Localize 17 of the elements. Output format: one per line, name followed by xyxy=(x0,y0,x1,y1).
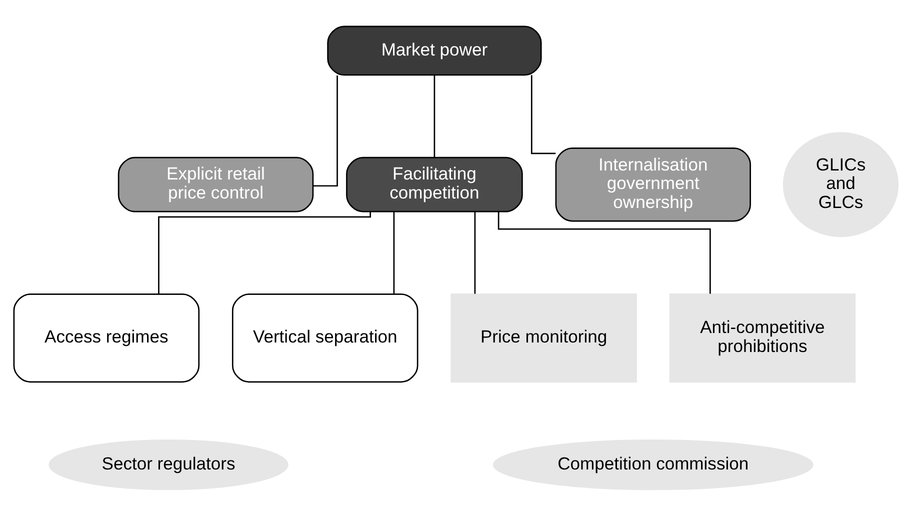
connector xyxy=(393,212,395,294)
connector xyxy=(498,212,711,294)
connector xyxy=(474,212,476,294)
connector xyxy=(313,76,338,187)
node-circle: GLICs and GLCs xyxy=(782,132,899,238)
node-box: Market power xyxy=(327,26,542,76)
node-box: Anti-competitive prohibitions xyxy=(669,294,856,383)
node-box: Price monitoring xyxy=(450,294,637,383)
node-box: Facilitating competition xyxy=(346,156,523,212)
connector xyxy=(434,75,436,158)
node-ellipse: Sector regulators xyxy=(48,439,288,490)
node-ellipse: Competition commission xyxy=(492,439,814,490)
connector xyxy=(530,75,556,154)
node-box: Access regimes xyxy=(13,294,200,383)
node-box: Explicit retail price control xyxy=(118,156,314,212)
node-box: Vertical separation xyxy=(232,294,418,383)
node-box: Internalisation government ownership xyxy=(555,147,751,222)
